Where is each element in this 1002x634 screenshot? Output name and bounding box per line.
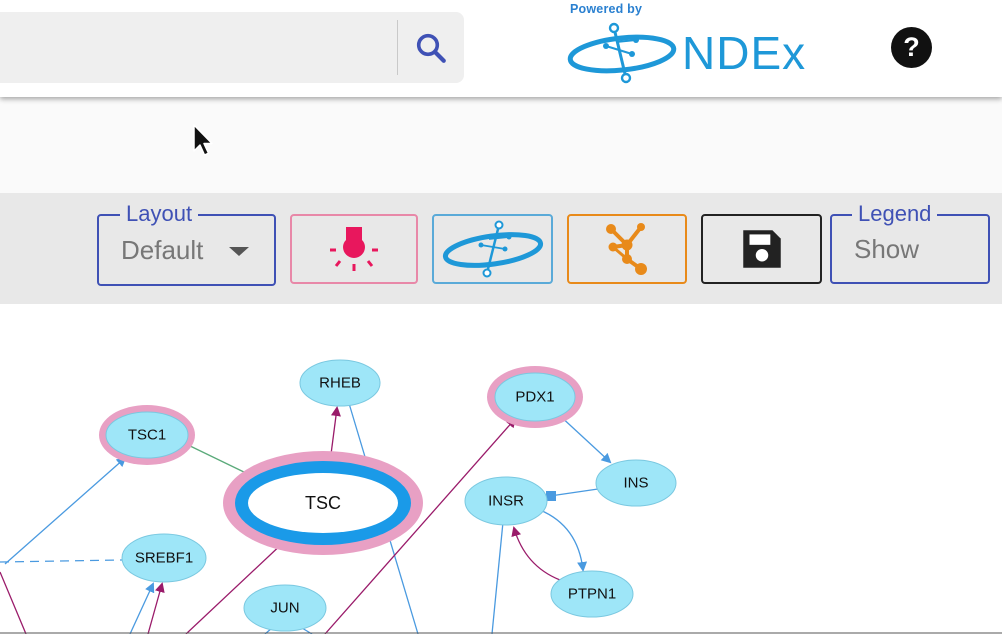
search-input[interactable] [0,12,396,83]
network-edges [0,399,612,634]
app-header: Powered by NDEx ? [0,0,1002,97]
highlight-button[interactable] [290,214,418,284]
node-label: RHEB [319,375,361,392]
edge [546,491,556,501]
floppy-disk-icon [742,230,781,268]
node-pdx1[interactable]: PDX1 [487,366,583,428]
node-label: TSC [305,493,341,513]
legend-value: Show [854,234,920,264]
node-srebf1[interactable]: SREBF1 [121,533,207,583]
node-insr[interactable]: INSR [464,476,548,526]
layout-label: Layout [120,202,199,226]
info-panel [0,97,1002,193]
edge [557,413,612,464]
node-label: INS [623,475,648,492]
layout-select[interactable]: Layout Default [97,202,276,286]
edge [511,526,561,581]
edge [129,582,155,634]
legend-select[interactable]: Legend Show [830,202,990,284]
help-button[interactable]: ? [891,27,932,68]
legend-label: Legend [852,202,938,226]
search-button[interactable] [405,27,457,69]
network-canvas[interactable]: RHEB TSC1 TSC PDX1 INS INSR [0,304,1002,634]
cytoscape-button[interactable] [567,214,687,284]
edge [549,488,599,497]
save-button[interactable] [701,214,822,284]
node-label: SREBF1 [135,550,193,567]
node-label: PDX1 [515,389,554,406]
edge [0,571,27,634]
ndex-open-button[interactable] [432,214,553,284]
ndex-logo-icon [442,220,543,278]
edge [0,559,123,563]
edge [324,417,517,634]
node-label: INSR [488,493,524,510]
node-label: TSC1 [128,427,166,444]
edge [491,521,504,634]
layout-value: Default [121,235,204,265]
node-jun[interactable]: JUN [243,584,327,632]
node-ptpn1[interactable]: PTPN1 [550,570,634,618]
node-ins[interactable]: INS [595,459,677,507]
ndex-logo-text: NDEx [682,27,807,79]
mouse-cursor-icon [193,124,213,156]
ndex-logo-icon[interactable] [566,18,856,88]
chevron-down-icon [229,247,249,256]
cytoscape-icon [606,223,647,275]
node-label: PTPN1 [568,586,616,603]
node-tsc[interactable]: TSC [223,451,423,555]
lightbulb-icon [330,227,378,271]
network-toolbar: Layout Default [0,193,1002,304]
node-rheb[interactable]: RHEB [299,359,381,407]
search-bar [0,12,464,83]
edge [147,582,165,634]
edge [4,456,127,565]
edge [185,443,249,475]
powered-by-text: Powered by [570,2,643,16]
edge [539,509,588,572]
node-label: JUN [270,600,299,617]
search-divider [397,20,398,75]
edge [185,538,288,634]
node-tsc1[interactable]: TSC1 [99,405,195,465]
search-icon [416,33,446,63]
